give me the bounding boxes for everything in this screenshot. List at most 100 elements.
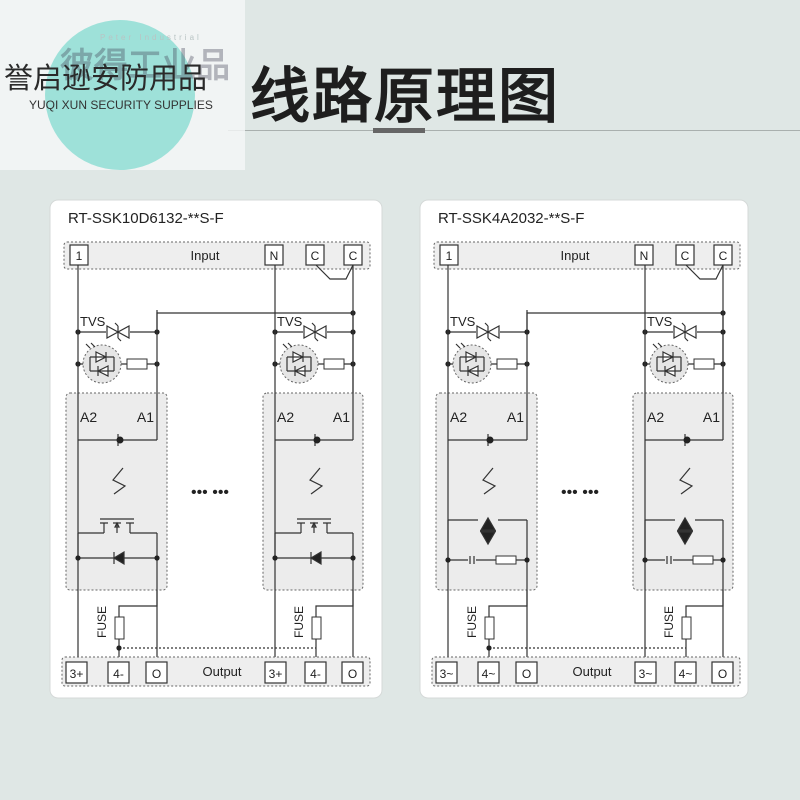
led-indicator [279, 344, 319, 384]
tvs-diode-icon [476, 322, 500, 342]
output-terminal-0-1: 4- [113, 667, 124, 681]
output-terminal-0-1-box [477, 661, 500, 684]
led-diodes-icon [459, 351, 485, 377]
title-divider [228, 130, 800, 131]
watermark-circle [45, 20, 195, 170]
diode-icon [309, 550, 322, 566]
tvs-diode-icon [303, 322, 327, 342]
output-terminal-1-1: 4~ [679, 667, 693, 681]
junction-dot [720, 557, 726, 563]
card-title: RT-SSK10D6132-**S-F [68, 210, 224, 227]
output-label: Output [572, 664, 611, 679]
relay-module [262, 392, 364, 591]
input-terminal-3: C [719, 249, 728, 263]
fuse-label: FUSE [95, 606, 109, 638]
optocoupler-arrow-icon [112, 467, 127, 495]
coil-label-a2: A2 [647, 409, 664, 425]
output-terminal-0-2: O [152, 667, 161, 681]
led-indicator [82, 344, 122, 384]
coil-label-a1: A1 [137, 409, 154, 425]
input-terminal-3: C [349, 249, 358, 263]
fuse-label: FUSE [292, 606, 306, 638]
resistor-icon [496, 358, 518, 370]
resistor-icon [323, 358, 345, 370]
output-terminal-0-2-box [145, 661, 168, 684]
diode-icon [112, 550, 125, 566]
coil-label-a2: A2 [80, 409, 97, 425]
coil-label-a1: A1 [703, 409, 720, 425]
mosfet-icon [100, 518, 134, 533]
fuse-icon [311, 616, 322, 640]
output-terminal-0-2: O [522, 667, 531, 681]
tvs-label: TVS [450, 314, 476, 329]
fuse-label: FUSE [662, 606, 676, 638]
led-indicator [452, 344, 492, 384]
junction-dot [445, 557, 451, 563]
output-terminal-0-0-box [65, 661, 88, 684]
input-terminal-2: C [311, 249, 320, 263]
junction-dot [75, 555, 81, 561]
led-indicator [649, 344, 689, 384]
output-terminal-bar [61, 656, 371, 687]
watermark-logo-text: Peter Industrial [100, 33, 202, 42]
watermark-brand-cn: 誉启逊安防用品 [4, 61, 208, 95]
watermark: Peter Industrial 彼得工业品 誉启逊安防用品 YUQI XUN … [0, 0, 245, 170]
capacitor-icon [666, 556, 672, 564]
output-terminal-1-0-box [264, 661, 287, 684]
card-title: RT-SSK4A2032-**S-F [438, 210, 584, 227]
output-terminal-1-2-box [711, 661, 734, 684]
optocoupler-arrow-icon [679, 467, 694, 495]
junction-dot [272, 555, 278, 561]
input-label: Input [191, 248, 220, 263]
output-terminal-1-2: O [348, 667, 357, 681]
capacitor-icon [469, 556, 475, 564]
junction-dot [683, 436, 691, 444]
output-terminal-0-0: 3~ [440, 667, 454, 681]
watermark-logo-cn: 彼得工业品 [60, 46, 230, 86]
output-label: Output [202, 664, 241, 679]
optocoupler-arrow-icon [309, 467, 324, 495]
output-terminal-bar [431, 656, 741, 687]
triac-icon [479, 516, 497, 546]
output-terminal-0-1: 4~ [482, 667, 496, 681]
tvs-label: TVS [647, 314, 673, 329]
ellipsis: ••• ••• [561, 484, 599, 501]
fuse-label: FUSE [465, 606, 479, 638]
output-terminal-1-0: 3+ [269, 667, 283, 681]
tvs-label: TVS [277, 314, 303, 329]
junction-dot [313, 436, 321, 444]
input-terminal-0: 1 [76, 249, 83, 263]
led-diodes-icon [286, 351, 312, 377]
input-terminal-1: N [270, 249, 279, 263]
light-rays-icon [282, 342, 293, 349]
resistor-icon [693, 358, 715, 370]
output-terminal-1-1: 4- [310, 667, 321, 681]
junction-dot [350, 555, 356, 561]
c-jumper-wire [685, 264, 724, 280]
output-terminal-1-2-box [341, 661, 364, 684]
ellipsis: ••• ••• [191, 484, 229, 501]
output-terminal-0-0-box [435, 661, 458, 684]
input-terminal-0-box [439, 244, 459, 266]
fuse-icon [114, 616, 125, 640]
output-terminal-1-2: O [718, 667, 727, 681]
resistor-icon [495, 555, 517, 565]
relay-module [632, 392, 734, 591]
junction-dot [116, 645, 122, 651]
resistor-icon [126, 358, 148, 370]
input-terminal-bar [63, 241, 371, 270]
junction-dot [642, 557, 648, 563]
triac-icon [676, 516, 694, 546]
page-title: 线路原理图 [250, 62, 560, 132]
output-terminal-1-0-box [634, 661, 657, 684]
input-terminal-2-box [305, 244, 325, 266]
coil-label-a1: A1 [333, 409, 350, 425]
junction-dot [524, 557, 530, 563]
coil-label-a1: A1 [507, 409, 524, 425]
light-rays-icon [85, 342, 96, 349]
mosfet-icon [297, 518, 331, 533]
input-label: Input [561, 248, 590, 263]
cap-gap [468, 554, 476, 566]
